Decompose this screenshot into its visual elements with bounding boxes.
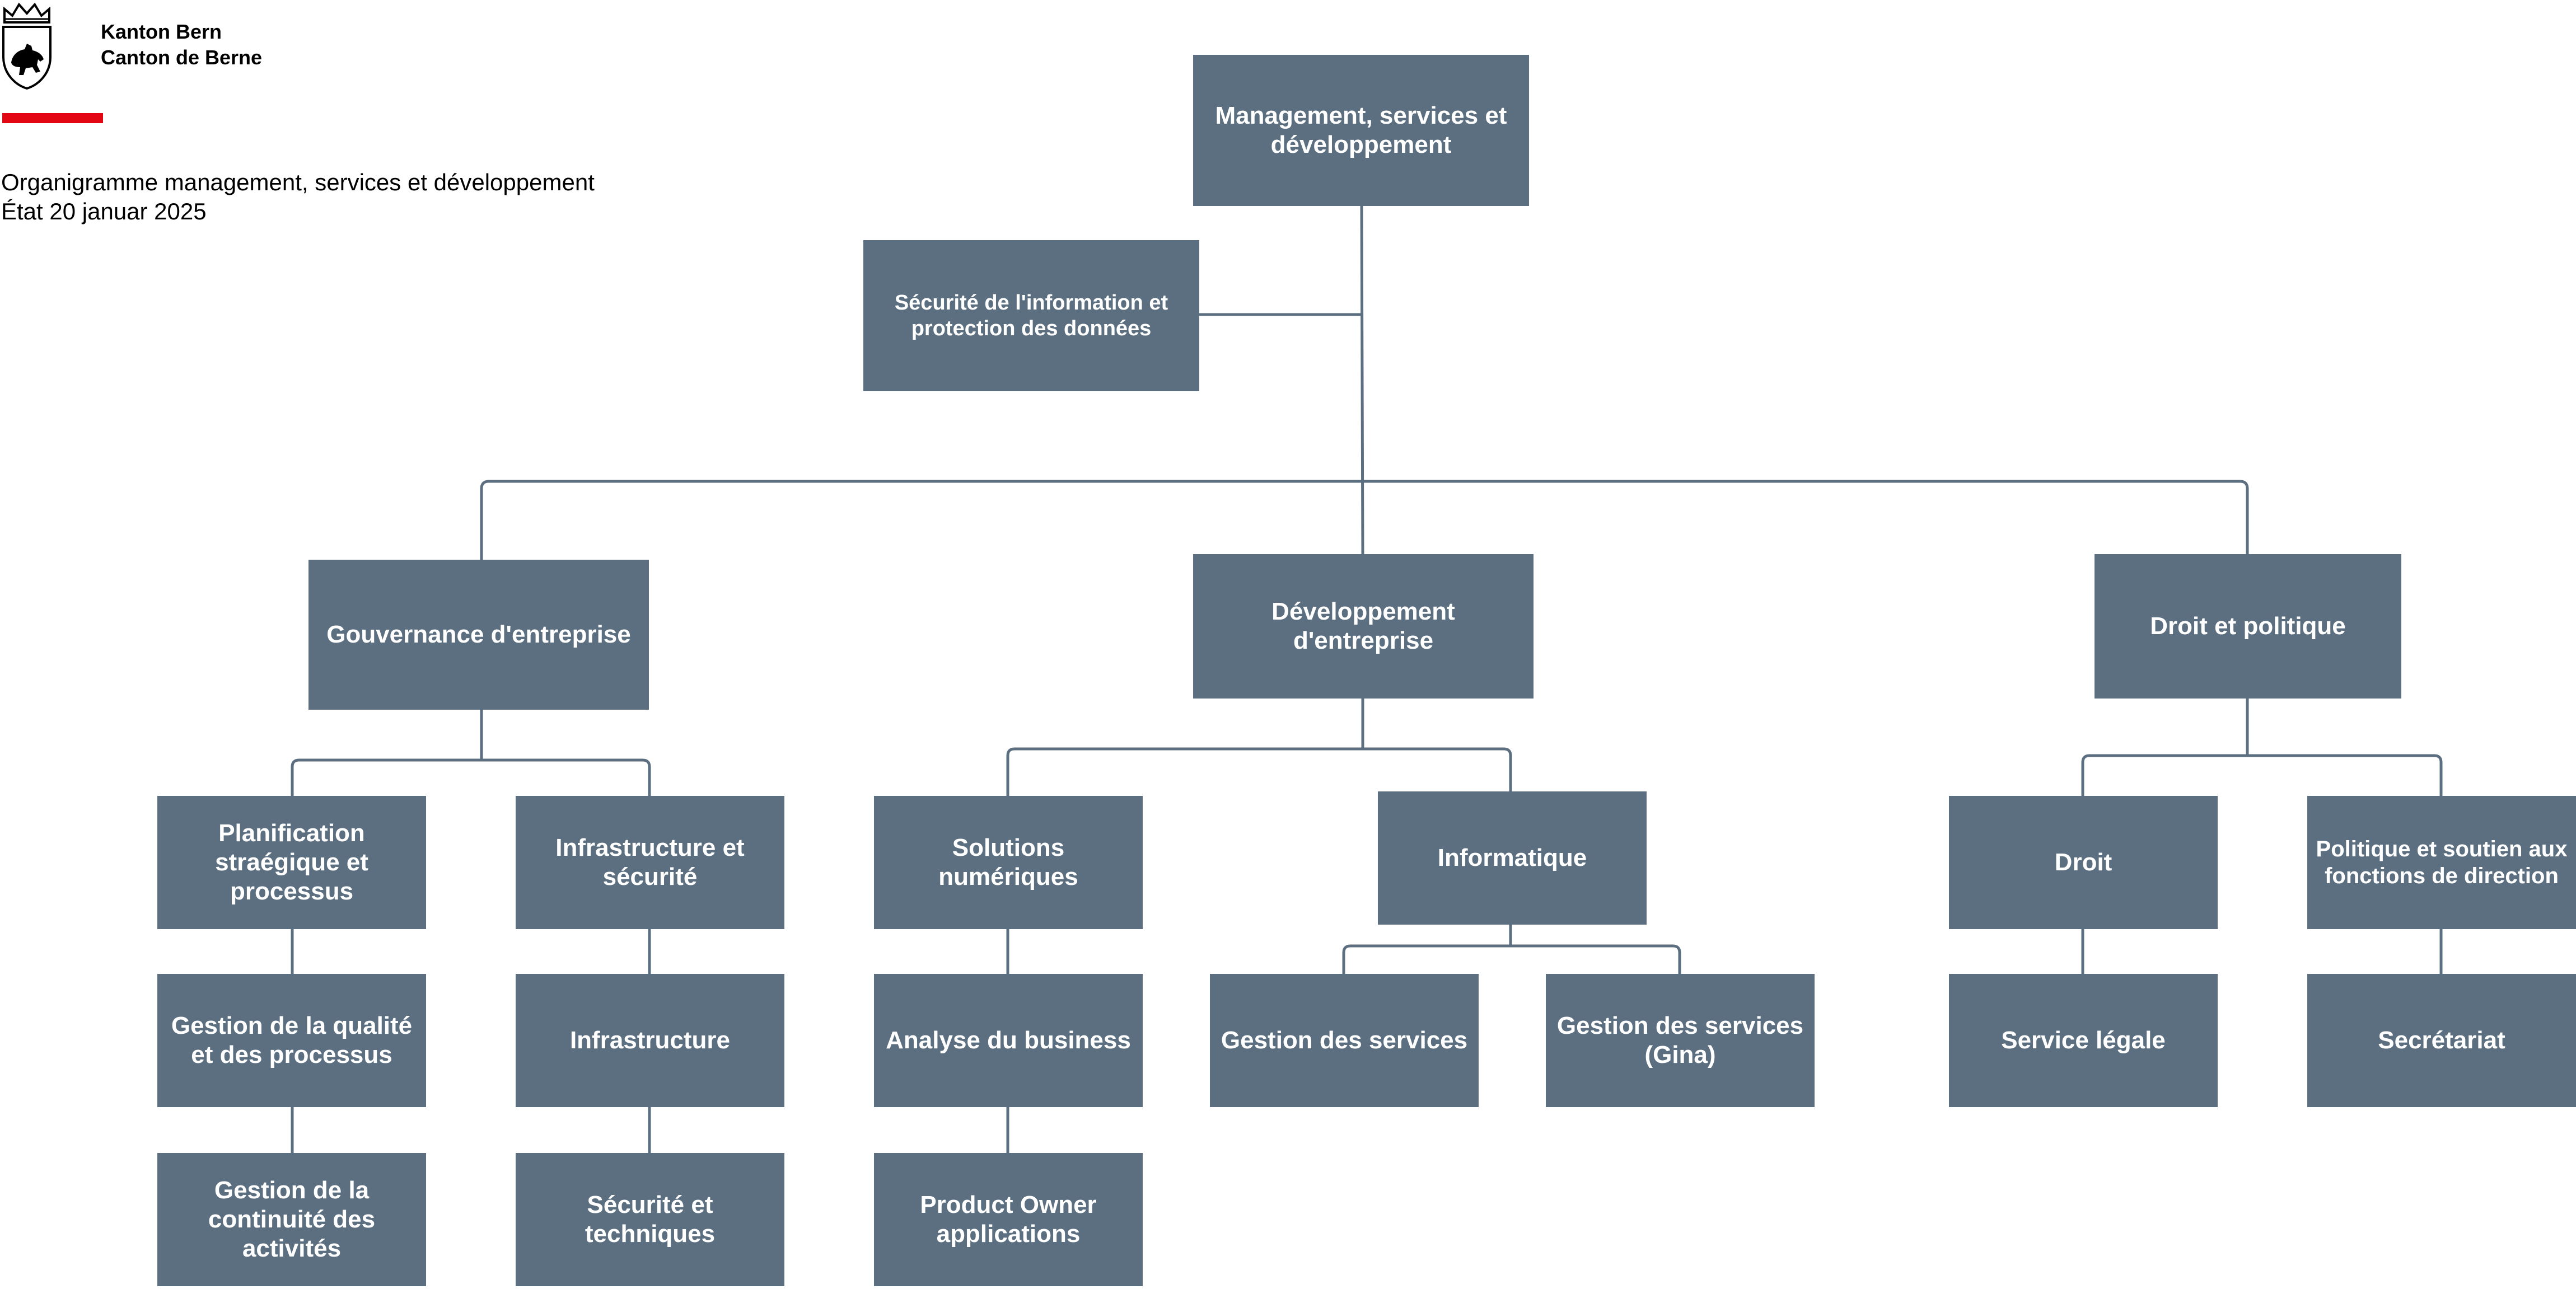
org-unit-product-owner: Product Owner applications xyxy=(874,1153,1143,1286)
org-unit-infrastructure: Infrastructure xyxy=(516,974,784,1107)
org-unit-security-techniques: Sécurité et techniques xyxy=(516,1153,784,1286)
bern-coat-of-arms-icon xyxy=(2,2,52,90)
org-unit-service-management-gina: Gestion des services (Gina) xyxy=(1546,974,1815,1107)
org-unit-secretariat: Secrétariat xyxy=(2307,974,2576,1107)
org-unit-it: Informatique xyxy=(1378,791,1647,925)
org-unit-business-analysis: Analyse du business xyxy=(874,974,1143,1107)
org-unit-law-politics: Droit et politique xyxy=(2095,554,2401,699)
org-unit-strategic-planning: Planification straégique et processus xyxy=(157,796,426,929)
connector-gov-bus xyxy=(291,758,651,796)
connector-dev-bus xyxy=(1006,747,1512,796)
org-unit-business-continuity: Gestion de la continuité des activités xyxy=(157,1153,426,1286)
org-unit-legal-service: Service légale xyxy=(1949,974,2218,1107)
org-unit-digital-solutions: Solutions numériques xyxy=(874,796,1143,929)
org-unit-governance: Gouvernance d'entreprise xyxy=(308,560,649,710)
canton-name-german: Kanton Bern xyxy=(101,20,222,43)
connector-root-trunk xyxy=(1360,205,1364,555)
org-unit-service-management: Gestion des services xyxy=(1210,974,1479,1107)
brand-accent-bar xyxy=(2,113,103,123)
document-title: Organigramme management, services et dév… xyxy=(1,168,595,226)
org-unit-politics-support: Politique et soutien aux fonctions de di… xyxy=(2307,796,2576,929)
org-unit-development: Développement d'entreprise xyxy=(1193,554,1534,699)
connector-it-bus xyxy=(1342,944,1681,974)
connector-law-bus xyxy=(2081,754,2443,796)
document-date-line: État 20 januar 2025 xyxy=(1,198,207,224)
org-unit-infrastructure-security: Infrastructure et sécurité xyxy=(516,796,784,929)
org-unit-law: Droit xyxy=(1949,796,2218,929)
document-title-line: Organigramme management, services et dév… xyxy=(1,169,595,195)
canton-name: Kanton Bern Canton de Berne xyxy=(101,19,262,71)
org-unit-management: Management, services et développement xyxy=(1193,55,1529,206)
connector-level2-bus xyxy=(480,480,2249,560)
canton-name-french: Canton de Berne xyxy=(101,46,263,69)
org-unit-quality-management: Gestion de la qualité et des processus xyxy=(157,974,426,1107)
org-unit-information-security: Sécurité de l'information et protection … xyxy=(863,240,1199,391)
